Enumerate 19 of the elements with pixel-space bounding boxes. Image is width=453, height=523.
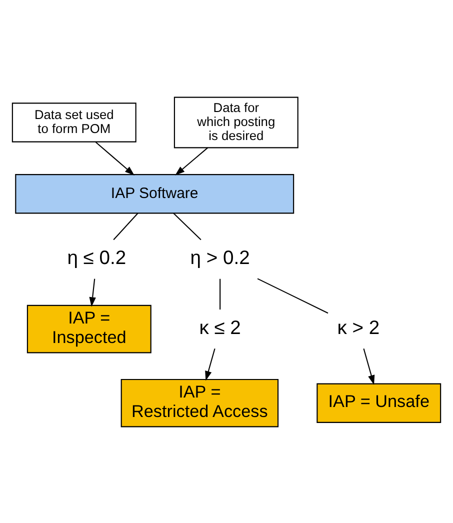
arrow — [363, 348, 375, 384]
node-text: η ≤ 0.2 — [67, 248, 126, 269]
node-box: Data for which posting is desired — [174, 96, 298, 148]
connector — [220, 278, 221, 310]
node-text: κ ≤ 2 — [199, 317, 241, 338]
connector — [257, 278, 328, 314]
node-box: IAP Software — [15, 174, 294, 214]
node-box: Data set used to form POM — [12, 102, 136, 142]
node-box: IAP = Restricted Access — [120, 378, 279, 427]
arrow — [205, 348, 216, 380]
node-text: η > 0.2 — [190, 248, 250, 269]
node-box: IAP = Inspected — [26, 304, 152, 353]
arrow — [89, 278, 96, 306]
connector — [113, 212, 138, 240]
node-text: κ > 2 — [337, 317, 380, 338]
arrow — [175, 146, 208, 175]
connector — [173, 212, 202, 240]
arrow — [95, 141, 134, 175]
node-box: IAP = Unsafe — [316, 382, 442, 422]
